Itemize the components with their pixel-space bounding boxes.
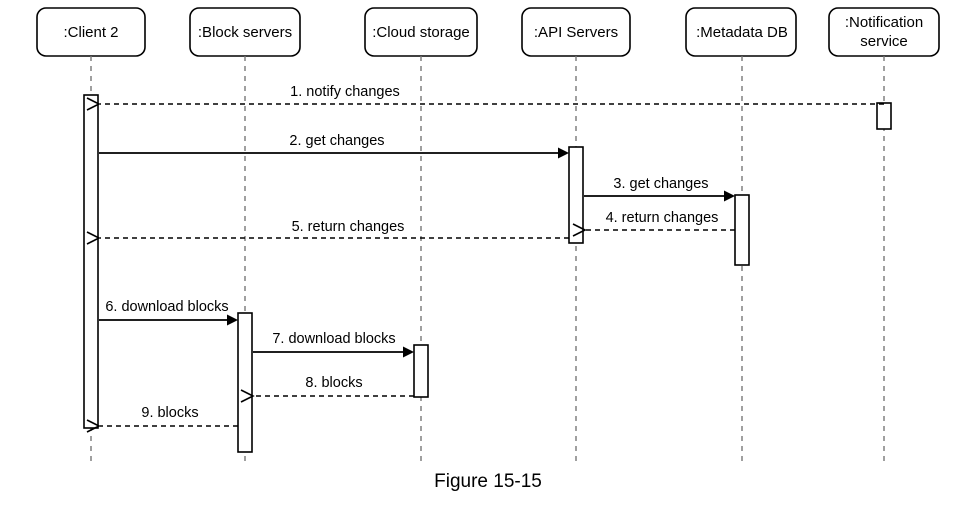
lifeline-label-cloudstorage: :Cloud storage <box>372 24 470 41</box>
message-6[interactable]: 6. download blocks <box>99 299 238 326</box>
message-label-2: 2. get changes <box>289 133 384 149</box>
message-label-7: 7. download blocks <box>272 331 395 347</box>
message-9[interactable]: 9. blocks <box>86 405 238 433</box>
message-arrowhead-9 <box>86 419 101 433</box>
activation-bar-client2[interactable] <box>83 94 99 429</box>
lifeline-notification[interactable]: :Notification service <box>828 7 940 462</box>
lifeline-apiservers[interactable]: :API Servers <box>521 7 631 462</box>
message-arrowhead-7 <box>403 346 414 358</box>
activation-bar-metadatadb[interactable] <box>734 194 750 266</box>
message-arrowhead-3 <box>724 190 735 202</box>
message-8[interactable]: 8. blocks <box>240 375 414 403</box>
message-arrowhead-1 <box>86 97 101 111</box>
message-label-6: 6. download blocks <box>105 299 228 315</box>
lifeline-label-blockservers: :Block servers <box>198 24 292 41</box>
lifelines-layer: :Client 2 :Block servers :Cloud storage :AP… <box>36 7 940 462</box>
message-label-3: 3. get changes <box>613 176 708 192</box>
activation-bar-cloudstorage[interactable] <box>413 344 429 398</box>
messages-layer: 1. notify changes 2. get changes 3. get ch… <box>86 84 884 433</box>
message-arrowhead-6 <box>227 314 238 326</box>
lifeline-label-client2: :Client 2 <box>63 24 118 41</box>
message-arrowhead-8 <box>240 389 255 403</box>
message-label-1: 1. notify changes <box>290 84 400 100</box>
lifeline-box-metadatadb[interactable] <box>685 7 797 57</box>
lifeline-label-metadatadb: :Metadata DB <box>696 24 788 41</box>
activations-layer <box>83 94 892 453</box>
message-arrowhead-4 <box>572 223 587 237</box>
lifeline-label-apiservers: :API Servers <box>534 24 618 41</box>
message-label-4: 4. return changes <box>606 210 719 226</box>
activation-bar-notification[interactable] <box>876 102 892 130</box>
activation-bar-apiservers[interactable] <box>568 146 584 244</box>
message-label-5: 5. return changes <box>292 219 405 235</box>
lifeline-label-notification-line2: service <box>860 33 908 50</box>
lifeline-label-notification: :Notification <box>845 14 923 31</box>
message-1[interactable]: 1. notify changes <box>86 84 884 111</box>
lifeline-cloudstorage[interactable]: :Cloud storage <box>364 7 478 462</box>
message-5[interactable]: 5. return changes <box>86 219 569 245</box>
message-arrowhead-2 <box>558 147 569 159</box>
message-4[interactable]: 4. return changes <box>572 210 735 237</box>
activation-bar-blockservers[interactable] <box>237 312 253 453</box>
message-label-8: 8. blocks <box>305 375 362 391</box>
message-arrowhead-5 <box>86 231 101 245</box>
lifeline-blockservers[interactable]: :Block servers <box>189 7 301 462</box>
message-label-9: 9. blocks <box>141 405 198 421</box>
figure-caption: Figure 15-15 <box>434 471 542 492</box>
message-3[interactable]: 3. get changes <box>584 176 735 202</box>
message-7[interactable]: 7. download blocks <box>253 331 414 358</box>
message-2[interactable]: 2. get changes <box>99 133 569 159</box>
